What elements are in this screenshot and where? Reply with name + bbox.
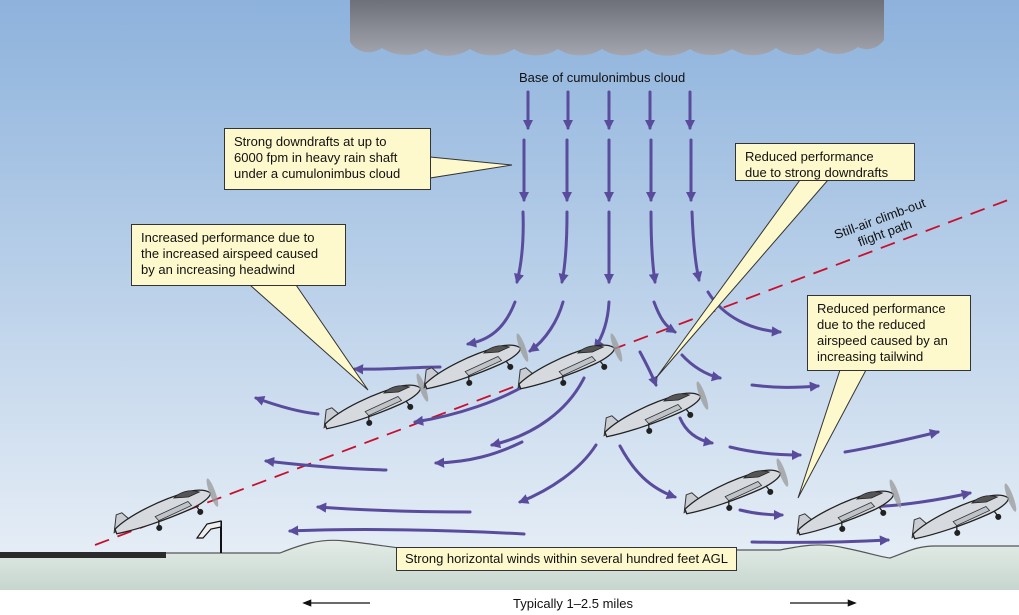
outflow-arrow	[678, 416, 715, 447]
outflow-arrow	[652, 300, 677, 334]
outflow-arrow	[618, 444, 677, 500]
outflow-arrow	[528, 300, 565, 353]
outflow-arrow	[750, 381, 821, 392]
outflow-arrow	[843, 428, 940, 454]
windsock	[195, 520, 222, 553]
horizontal-winds-label: Strong horizontal winds within several h…	[396, 547, 738, 571]
cloud-base-label: Base of cumulonimbus cloud	[519, 70, 686, 85]
ground-outline	[165, 539, 1019, 559]
outflow-arrow	[465, 300, 517, 348]
outflow-arrow	[518, 443, 598, 504]
downdraft-arrow	[648, 210, 659, 285]
outflow-arrow	[490, 376, 586, 449]
callout-downdrafts: Strong downdrafts at up to 6000 fpm in h…	[224, 128, 431, 190]
outflow-arrow	[254, 396, 320, 416]
outflow-arrow	[680, 353, 722, 382]
outflow-arrow	[738, 508, 785, 521]
outflow-arrow	[287, 525, 526, 536]
outflow-arrow	[593, 300, 611, 350]
cumulonimbus-cloud	[350, 0, 884, 56]
downdraft-arrow	[558, 210, 569, 285]
callout-reduced-downdrafts: Reduced performance due to strong downdr…	[735, 143, 915, 181]
distance-label: Typically 1–2.5 miles	[510, 596, 636, 612]
wind-arrows	[254, 90, 972, 546]
outflow-arrow	[433, 440, 524, 468]
outflow-arrow	[315, 502, 472, 514]
downdraft-arrow	[690, 210, 703, 282]
callout-pointers	[248, 156, 867, 499]
outflow-arrow	[352, 364, 442, 375]
downdraft-arrow	[514, 210, 525, 284]
outflow-arrow	[638, 350, 658, 387]
outflow-arrow	[728, 445, 803, 461]
callout-reduced-tailwind: Reduced performance due to the reduced a…	[807, 295, 971, 371]
outflow-arrow	[263, 456, 388, 472]
runway	[0, 552, 166, 558]
outflow-arrow	[412, 383, 528, 426]
outflow-arrow	[750, 535, 891, 546]
callout-increased-performance: Increased performance due to the increas…	[131, 224, 346, 286]
